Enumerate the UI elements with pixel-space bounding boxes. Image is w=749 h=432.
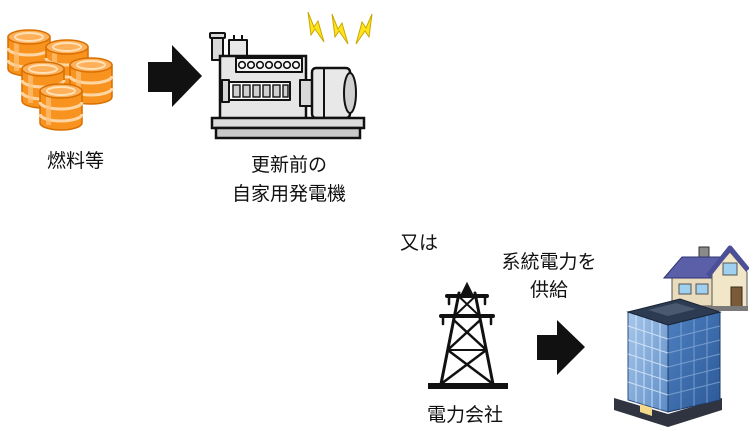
power-company-label: 電力会社 [427, 404, 503, 426]
or-label: 又は [400, 232, 438, 254]
arrow-right-icon [148, 45, 202, 107]
fuel-label: 燃料等 [47, 150, 104, 172]
transmission-tower-icon [428, 281, 508, 389]
grid-supply-label-line-1: 系統電力を [501, 251, 596, 273]
office-building-icon [614, 298, 722, 427]
generator-label-line-1: 更新前の [251, 154, 327, 176]
generator-icon [209, 32, 366, 140]
fuel-drums-icon [6, 28, 114, 132]
arrow-right-icon [537, 320, 585, 375]
lightning-bolt-icon [307, 11, 373, 45]
grid-supply-label-line-2: 供給 [530, 279, 568, 301]
fuel-drum [38, 82, 84, 132]
generator-label-line-2: 自家用発電機 [232, 183, 346, 205]
